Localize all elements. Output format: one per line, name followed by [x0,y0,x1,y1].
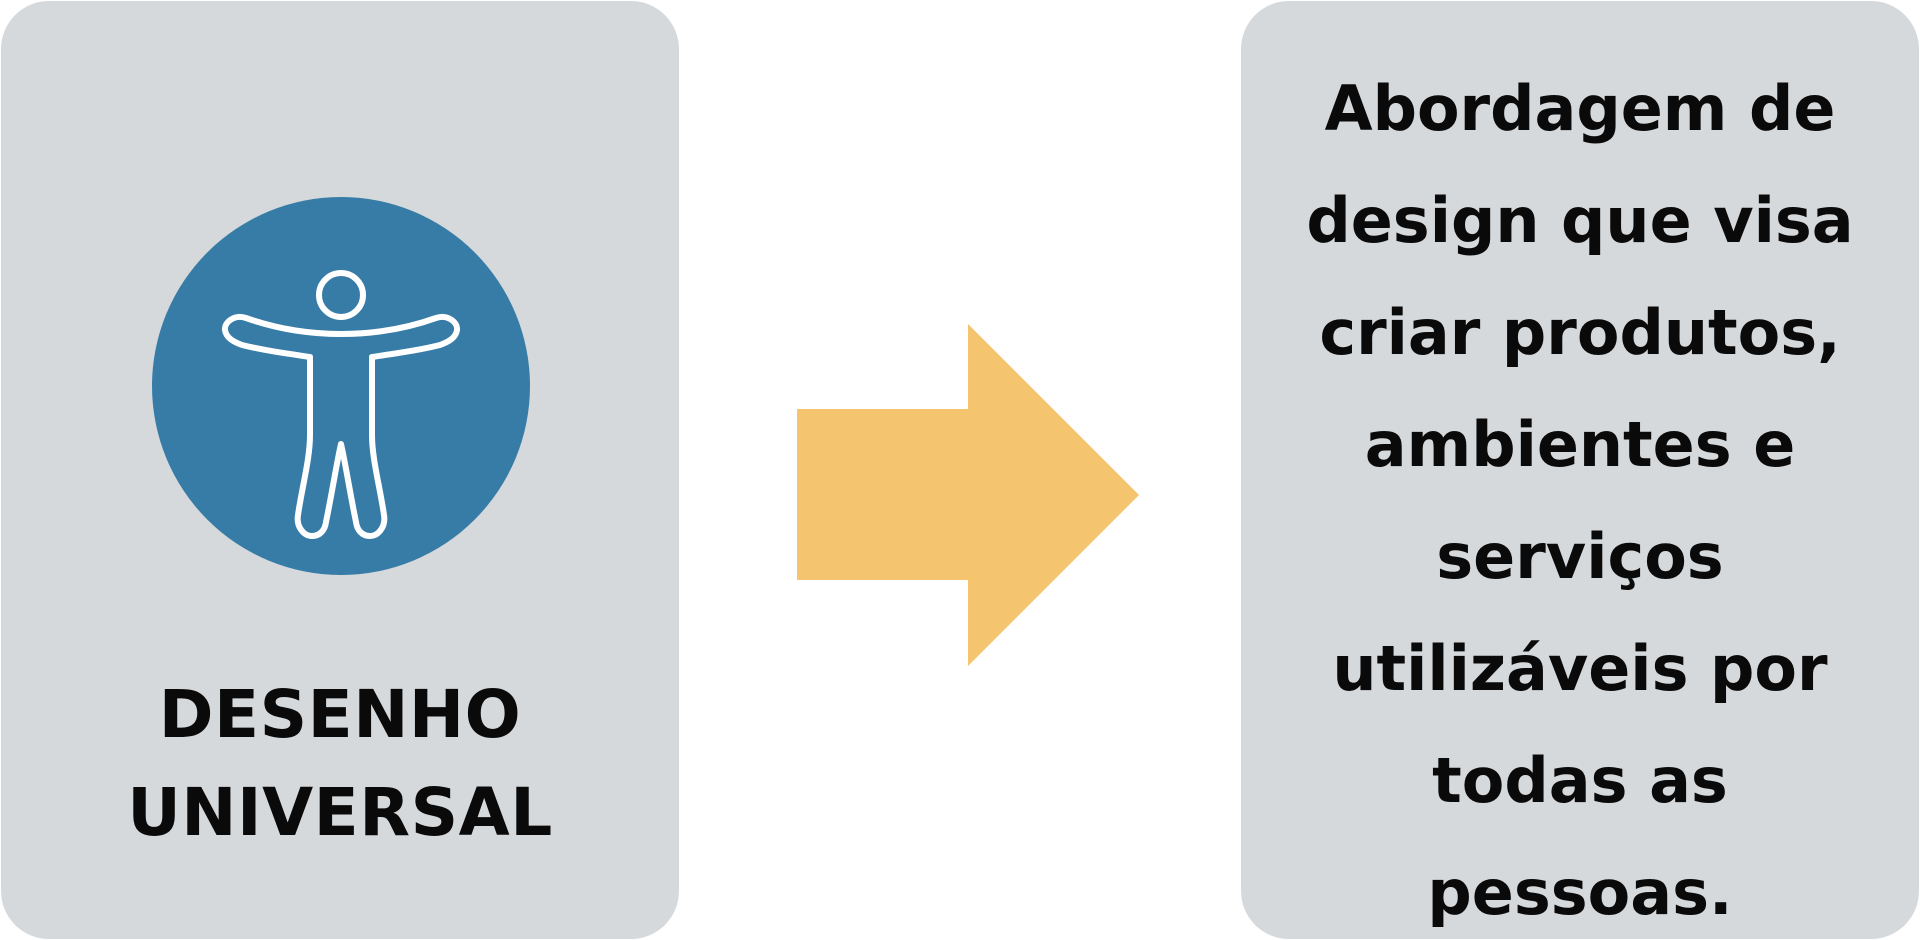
definition-card: Abordagem de design que visa criar produ… [1241,1,1919,939]
definition-line-2: design que visa [1306,184,1854,257]
definition-line-5: serviços [1436,520,1724,593]
accessibility-person-icon [152,197,530,575]
definition-line-3: criar produtos, [1319,296,1841,369]
definition-line-1: Abordagem de [1324,72,1836,145]
concept-title-line-2: UNIVERSAL [127,774,553,851]
definition-line-6: utilizáveis por [1332,632,1828,705]
concept-title-line-1: DESENHO [158,676,522,753]
concept-title: DESENHO UNIVERSAL [1,666,679,862]
concept-card: DESENHO UNIVERSAL [1,1,679,939]
definition-line-8: pessoas. [1427,856,1733,929]
definition-line-4: ambientes e [1364,408,1796,481]
right-arrow-icon [797,324,1139,666]
definition-line-7: todas as [1432,744,1728,817]
definition-text: Abordagem de design que visa criar produ… [1241,53,1919,940]
